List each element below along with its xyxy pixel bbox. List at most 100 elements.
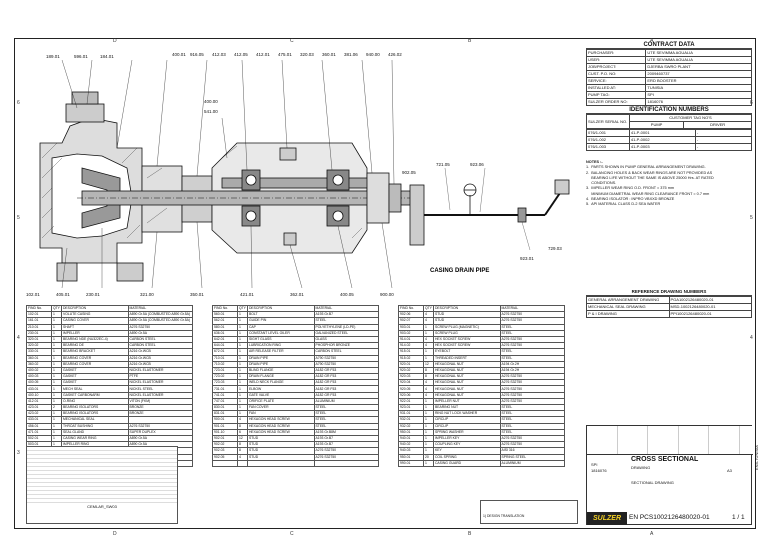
- parts-cell: [246, 459, 315, 467]
- parts-cell: [212, 459, 238, 467]
- contract-cell: 2009460737: [645, 70, 752, 78]
- casing-drain-label: CASING DRAIN PIPE: [430, 268, 489, 274]
- balloon-label: 541.00: [204, 109, 218, 114]
- sulzer-logo: SULZER: [587, 512, 627, 525]
- contract-cell: JOB/PROJECT:: [585, 63, 647, 71]
- zone-number: 3: [17, 450, 20, 456]
- parts-cell: A890 Gr.5A (COMBUSTED A890 Gr.5A): [127, 317, 194, 325]
- contract-data-table: CONTRACT DATA PURCHASER:UTE SEVIMMA AGUA…: [585, 42, 753, 151]
- balloon-label: 902.05: [402, 170, 416, 175]
- ident-cell: -: [694, 136, 753, 144]
- customer-tag-header: CUSTOMER TAG NO'S: [628, 114, 753, 122]
- balloon-label: 729.03: [548, 246, 562, 251]
- balloon-label: 320.03: [300, 52, 314, 57]
- title-label: CROSS SECTIONAL: [631, 456, 699, 463]
- casing-drain-detail: 902.05 721.05 923.06 923.01 729.03 CASIN…: [402, 162, 570, 274]
- drawing-number: EN PCS1002126480020-01: [629, 514, 710, 521]
- reference-cell: PPI1002126480020-01: [668, 309, 752, 318]
- balloon-label: 362.01: [290, 292, 304, 297]
- driver-header: DRIVER: [683, 121, 752, 129]
- serial-header: SULZER SERIAL NO.: [586, 114, 630, 129]
- reference-table: REFERENCE DRAWING NUMBERS GENERAL ARRANG…: [586, 289, 752, 318]
- balloon-label: 412.05: [234, 52, 248, 57]
- contract-cell: PUMP TAG:: [585, 91, 647, 99]
- zone-letter: B: [468, 38, 472, 44]
- ident-cell: 076/1-002: [586, 136, 630, 144]
- parts-cell: [236, 459, 248, 467]
- zone-letter: C: [290, 531, 294, 537]
- reference-cell: MECHANICAL SEAL DRAWING: [586, 302, 670, 311]
- note-line: 3. IMPELLER WEAR RING O.D. FRONT = 375 m…: [586, 186, 675, 191]
- note-line: 2. BALANCING HOLES & BACK WEAR RINGS ARE…: [586, 170, 713, 175]
- zone-letter: A: [650, 38, 654, 44]
- legal-block: CEMLAR_SW03: [26, 446, 178, 524]
- balloon-label: 916.05: [190, 52, 204, 57]
- parts-cell: [313, 459, 380, 467]
- contract-cell: CUST. P.O. NO:: [585, 70, 647, 78]
- ident-cell: -: [694, 143, 753, 151]
- contract-cell: INSTALLED AT:: [585, 84, 647, 92]
- balloon-label: 596.01: [74, 54, 88, 59]
- zone-letter: B: [468, 531, 472, 537]
- size-label: A3: [727, 468, 732, 473]
- contract-row: INSTALLED AT:TUNISIA: [585, 84, 752, 92]
- contract-cell: ERD BOOSTER: [645, 77, 752, 85]
- reference-cell: MSD-1002126480020-01: [668, 302, 752, 311]
- balloon-label: 940.00: [366, 52, 380, 57]
- zone-letter: D: [113, 531, 117, 537]
- pump-header: PUMP: [628, 121, 685, 129]
- reference-cell: PGA1002126480020-01: [668, 295, 752, 304]
- ident-cell: 41-P-0002: [628, 136, 696, 144]
- note-line: 5. API MATERIAL CLASS D-2 SEA WATER: [586, 202, 661, 207]
- reference-cell: P & I DRAWING: [586, 309, 670, 318]
- reference-cell: GENERAL ARRANGEMENT DRAWING: [586, 295, 670, 304]
- note-line: 1. PARTS SHOWN IN PUMP GENERAL ARRANGEME…: [586, 165, 706, 170]
- contract-row: PUMP TAG:SPI: [585, 91, 752, 99]
- parts-cell: 1: [422, 459, 434, 467]
- reference-title: REFERENCE DRAWING NUMBERS: [586, 289, 752, 296]
- balloon-label: 102.01: [26, 292, 40, 297]
- balloon-label: 321.00: [140, 292, 154, 297]
- contract-cell: UTE SEVIMMA AGUALIA: [645, 56, 752, 64]
- ident-cell: 41-P-0003: [628, 143, 696, 151]
- contract-row: SULZER ORDER NO:1816076: [585, 98, 752, 106]
- contract-cell: DJERBA SWRO PLANT: [645, 63, 752, 71]
- zone-letter: D: [113, 38, 117, 44]
- cross-section-drawing: 189.01 596.01 184.01 400.01 916.05 412.0…: [26, 52, 417, 297]
- balloon-label: 475.01: [278, 52, 292, 57]
- contract-cell: UTE SEVIMMA AGUALIA: [645, 49, 752, 57]
- note-line: 4. BEARING ISOLATOR : INPRO VBXXD BRONZE: [586, 197, 675, 202]
- contract-cell: SPI: [645, 91, 752, 99]
- order-label: 1816076: [591, 468, 607, 473]
- ident-cell: 076/1-001: [586, 129, 630, 137]
- balloon-label: 189.01: [46, 54, 60, 59]
- translation-label: 1) DESIGN TRANSLATION: [483, 514, 525, 518]
- contract-cell: SERVICE:: [585, 77, 647, 85]
- parts-cell: 990.01: [398, 459, 424, 467]
- balloon-label: 230.01: [86, 292, 100, 297]
- parts-cell: A890 Gr.5A (COMBUSTED A890 Gr.5A): [127, 311, 194, 319]
- zone-number: 6: [17, 100, 20, 106]
- parts-row: [212, 459, 380, 467]
- ident-cell: -: [694, 129, 753, 137]
- zone-number: 4: [750, 335, 753, 341]
- contract-row: JOB/PROJECT:DJERBA SWRO PLANT: [585, 63, 752, 71]
- subtitle-label: DRAWING: [631, 465, 651, 470]
- description-label: SECTIONAL DRAWING: [631, 480, 674, 485]
- note-line: BEARING LIFE WITHOUT THE SAME IS ABOVE 2…: [586, 175, 714, 180]
- notes-title: NOTES :-: [586, 160, 603, 164]
- balloon-label: 421.01: [240, 292, 254, 297]
- contract-row: CUST. P.O. NO:2009460737: [585, 70, 752, 78]
- balloon-label: 923.01: [520, 256, 534, 261]
